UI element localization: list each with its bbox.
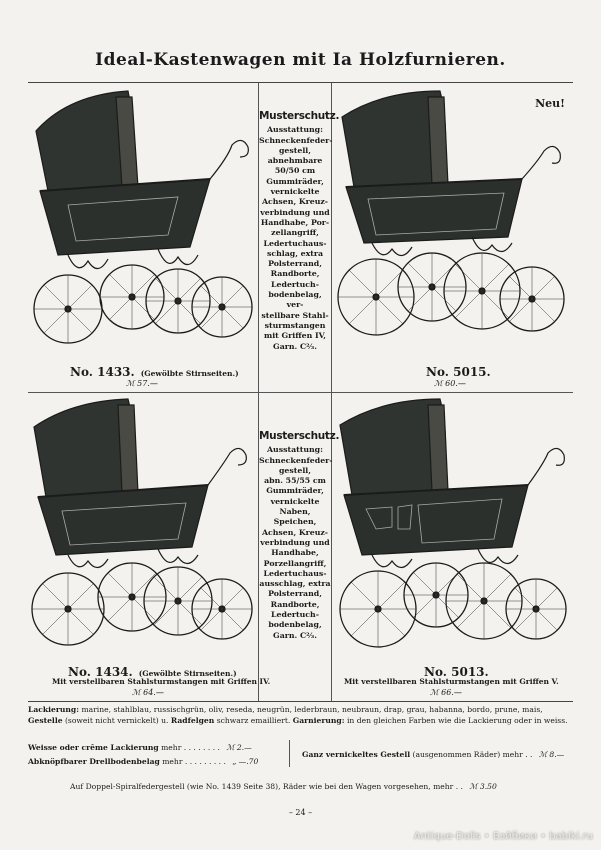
spec-line: sturmstangen	[264, 320, 326, 330]
spec-line: Randborte,	[270, 269, 320, 279]
model-note-1434: (Gewölbte Stirnseiten.)	[138, 669, 237, 678]
garnierung-text: in den gleichen Farben wie die Lackierun…	[346, 715, 568, 725]
extra-price-floor-cover: „ —.70	[232, 757, 259, 766]
pram-1433-illustration	[33, 90, 253, 344]
spec-line: abnehmbare	[267, 156, 323, 166]
gestelle-label: Gestelle	[28, 715, 63, 725]
spec-line: Polsterrand,	[268, 259, 322, 269]
extra-label-white-lacquer: Weisse oder crême Lackierung	[28, 743, 159, 752]
spec-line: Ledertuchaus-	[263, 238, 327, 248]
spec-line: Garn. C⅔.	[273, 630, 317, 640]
extra-label-nickel-frame: Ganz vernickeltes Gestell	[302, 750, 411, 759]
spec-line: zellangriff,	[271, 228, 319, 238]
finish-options-text: Lackierung: marine, stahlblau, russischg…	[28, 705, 573, 726]
spec-line: schlag, extra	[266, 248, 324, 258]
spec-line: gestell,	[278, 465, 311, 475]
spec-line: Speichen,	[273, 517, 317, 527]
pram-5015-illustration	[337, 90, 565, 336]
spec-line: Naben,	[279, 507, 311, 517]
model-sub-5013: Mit verstellbaren Stahlsturmstangen mit …	[344, 677, 559, 686]
page-title: Ideal-Kastenwagen mit Ia Holzfurnieren.	[95, 50, 506, 70]
new-label: Neu!	[535, 97, 565, 110]
spec-line: Gummiräder,	[266, 176, 324, 186]
doppel-spring-note: Auf Doppel-Spiralfedergestell (wie No. 1…	[70, 782, 463, 791]
spec-line: Ausstattung:	[266, 445, 324, 455]
spec-line: mit Griffen IV,	[263, 331, 327, 341]
specs-top: Musterschutz. Ausstattung:Schneckenfeder…	[259, 110, 340, 352]
lackierung-label: Lackierung:	[28, 705, 80, 714]
spec-line: 50/50 cm	[274, 166, 316, 176]
spec-line: bodenbelag, ver-	[268, 290, 322, 310]
model-number-5015: No. 5015.	[426, 365, 491, 379]
spec-line: abn. 55/55 cm	[264, 476, 326, 486]
spec-line: Polsterrand,	[268, 589, 322, 599]
extra-row-nickel-frame: Ganz vernickeltes Gestell (ausgenommen R…	[302, 750, 564, 759]
spec-line: Handhabe, Por-	[260, 217, 330, 227]
radfelgen-label: Radfelgen	[170, 715, 215, 725]
model-1433-cell: No. 1433.(Gewölbte Stirnseiten.) ℳ 57.—	[28, 83, 258, 392]
watermark-text: Antique-Dolls • Бэйбики • babiki.ru	[413, 831, 593, 842]
spec-line: bodenbelag,	[268, 620, 322, 630]
specs-bottom-lines: Ausstattung:Schneckenfeder-gestell,abn. …	[259, 445, 333, 641]
extra-label-floor-cover: Abknöpfbarer Drellbodenbelag	[28, 757, 160, 766]
model-note-1433: (Gewölbte Stirnseiten.)	[140, 369, 239, 378]
model-number-1434: No. 1434.(Gewölbte Stirnseiten.)	[68, 665, 237, 679]
model-number-1433: No. 1433.(Gewölbte Stirnseiten.)	[70, 365, 239, 379]
spec-line: Achsen, Kreuz-	[261, 527, 329, 537]
spec-line: Porzellangriff,	[263, 558, 327, 568]
row-divider	[28, 392, 573, 393]
spec-line: Ledertuchaus-	[263, 568, 327, 578]
spec-line: Ledertuch-	[271, 610, 319, 620]
pram-5013-illustration	[339, 398, 567, 648]
model-sub-1434: Mit verstellbaren Stahlsturmstangen mit …	[52, 677, 271, 686]
spec-line: vernickelte	[270, 187, 320, 197]
price-5013: ℳ 66.—	[430, 688, 462, 697]
spec-line: Gummiräder,	[266, 486, 324, 496]
doppel-spring-price: ℳ 3.50	[469, 782, 497, 791]
extra-price-white-lacquer: ℳ 2.—	[226, 743, 252, 752]
model-1434-cell: No. 1434.(Gewölbte Stirnseiten.) Mit ver…	[28, 393, 270, 701]
spec-line: Ausstattung:	[266, 125, 324, 135]
extra-suffix-floor-cover: mehr . . . . . . . . .	[162, 757, 226, 766]
doppel-spring-row: Auf Doppel-Spiralfedergestell (wie No. 1…	[70, 782, 497, 791]
price-1433: ℳ 57.—	[126, 379, 158, 388]
spec-line: verbindung und	[260, 537, 330, 547]
spec-line: Randborte,	[270, 599, 320, 609]
spec-line: Schneckenfeder-	[259, 455, 333, 465]
spec-line: ausschlag, extra	[259, 579, 331, 589]
lackierung-text: marine, stahlblau, russischgrün, oliv, r…	[81, 705, 543, 714]
extra-row-floor-cover: Abknöpfbarer Drellbodenbelag mehr . . . …	[28, 757, 258, 766]
page-number: – 24 –	[288, 808, 313, 817]
price-5015: ℳ 60.—	[434, 379, 466, 388]
pram-1434-illustration	[31, 398, 253, 646]
spec-line: Schneckenfeder-	[259, 135, 333, 145]
spec-line: stellbare Stahl-	[261, 310, 329, 320]
extra-suffix-white-lacquer: mehr . . . . . . . .	[161, 743, 220, 752]
extra-row-white-lacquer: Weisse oder crême Lackierung mehr . . . …	[28, 743, 252, 752]
spec-line: Garn. C⅔.	[273, 341, 317, 351]
specs-bottom: Musterschutz. Ausstattung:Schneckenfeder…	[259, 430, 340, 641]
garnierung-label: Garnierung:	[292, 715, 345, 725]
specs-top-lines: Ausstattung:Schneckenfeder-gestell,abneh…	[259, 125, 333, 352]
spec-line: Achsen, Kreuz-	[261, 197, 329, 207]
extra-price-nickel-frame: ℳ 8.—	[538, 750, 565, 759]
extra-suffix-nickel-frame: (ausgenommen Räder) mehr . .	[412, 750, 533, 759]
model-5015-cell: Neu!	[332, 83, 573, 392]
specs-bottom-heading: Musterschutz.	[259, 430, 340, 442]
model-number-5013: No. 5013.	[424, 665, 489, 679]
price-1434: ℳ 64.—	[132, 688, 164, 697]
radfelgen-text: schwarz emailliert.	[216, 715, 291, 725]
spec-line: Handhabe,	[271, 548, 319, 558]
spec-line: gestell,	[278, 145, 311, 155]
gestelle-text: (soweit nicht vernickelt) u.	[64, 715, 169, 725]
spec-line: Ledertuch-	[271, 279, 319, 289]
specs-top-heading: Musterschutz.	[259, 110, 340, 122]
spec-line: vernickelte	[270, 496, 320, 506]
model-5013-cell: No. 5013. Mit verstellbaren Stahlsturmst…	[332, 393, 573, 701]
extras-divider	[289, 740, 290, 767]
spec-line: verbindung und	[260, 207, 330, 217]
catalog-grid: No. 1433.(Gewölbte Stirnseiten.) ℳ 57.— …	[28, 82, 573, 702]
